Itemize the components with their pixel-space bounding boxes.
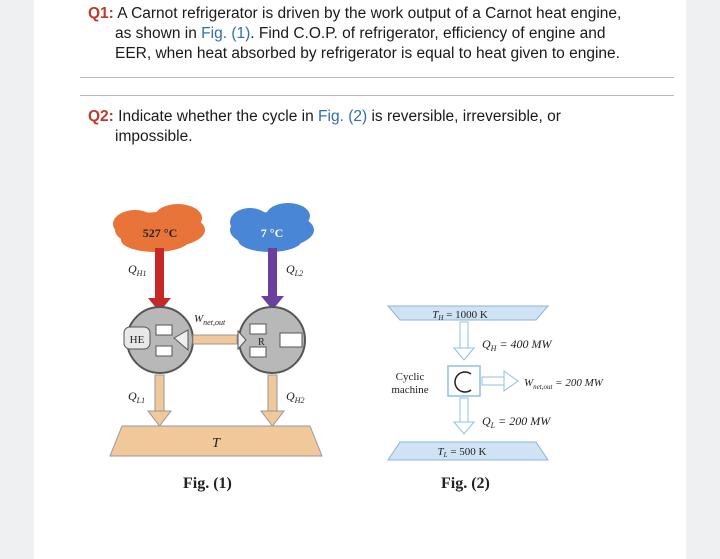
- cyclic-machine: [447, 365, 481, 397]
- figure-2-diagram: TH = 1000 K QH = 400 MW Cyclic machine W…: [386, 305, 604, 461]
- sink-label: T: [212, 436, 221, 451]
- q2-line1-text: Indicate whether the cycle in: [118, 108, 319, 125]
- ql2-label: QL2: [286, 262, 303, 278]
- th-label: TH = 1000 K: [432, 309, 488, 322]
- low-temp-reservoir: TL = 500 K: [387, 441, 549, 461]
- cold-temp-label: 7 °C: [261, 226, 283, 240]
- sink-reservoir: T: [109, 425, 323, 457]
- w-arrow: [481, 370, 519, 392]
- fig1-reference: Fig. (1): [201, 25, 251, 42]
- question-1-line1: A Carnot refrigerator is driven by the w…: [117, 5, 622, 22]
- refrigerator: R: [237, 306, 306, 374]
- question-2-label: Q2:: [88, 108, 114, 125]
- figure-1-diagram: 527 °C 7 °C QH1 QL2 HE R Wnet,: [109, 203, 323, 457]
- cold-reservoir-cloud: 7 °C: [230, 203, 314, 252]
- divider: [80, 77, 674, 78]
- qh-label: QH = 400 MW: [482, 337, 553, 353]
- qh1-arrow: [148, 248, 171, 312]
- heat-engine: HE: [123, 306, 194, 374]
- question-1-line3: EER, when heat absorbed by refrigerator …: [115, 45, 620, 62]
- ql1-arrow: [146, 374, 173, 427]
- q2-line1-post: is reversible, irreversible, or: [367, 108, 561, 125]
- divider: [80, 95, 674, 96]
- machine-label-line1: Cyclic: [396, 371, 425, 383]
- wnet-label: Wnet,out: [194, 313, 226, 327]
- question-1: Q1: A Carnot refrigerator is driven by t…: [88, 4, 666, 64]
- document-page: [34, 0, 686, 559]
- wnet-out-label: Wnet,out = 200 MW: [524, 377, 604, 391]
- q1-line2-text: as shown in: [115, 25, 202, 42]
- hot-temp-label: 527 °C: [143, 226, 177, 240]
- fridge-label: R: [258, 337, 265, 348]
- engine-label: HE: [130, 334, 145, 346]
- ql-arrow: [452, 397, 476, 435]
- hot-reservoir-cloud: 527 °C: [113, 204, 205, 252]
- question-1-label: Q1:: [88, 5, 114, 22]
- figure-2-caption: Fig. (2): [441, 475, 490, 492]
- fig2-reference: Fig. (2): [318, 108, 368, 125]
- machine-label-line2: machine: [391, 384, 428, 396]
- qh2-label: QH2: [286, 389, 304, 405]
- ql-label: QL = 200 MW: [482, 414, 551, 430]
- tl-label: TL = 500 K: [438, 446, 487, 459]
- figure-1-caption: Fig. (1): [183, 475, 232, 492]
- question-2-line2: impossible.: [115, 128, 193, 145]
- work-arrow: [192, 334, 238, 345]
- qh2-arrow: [259, 374, 286, 427]
- qh1-label: QH1: [128, 262, 146, 278]
- question-2: Q2: Indicate whether the cycle in Fig. (…: [88, 107, 666, 147]
- question-1-line2: as shown in Fig. (1). Find C.O.P. of ref…: [88, 24, 666, 44]
- qh-arrow: [452, 321, 476, 361]
- ql2-arrow: [261, 248, 284, 310]
- ql1-label: QL1: [128, 389, 145, 405]
- q1-line2-post: . Find C.O.P. of refrigerator, efficienc…: [250, 25, 606, 42]
- high-temp-reservoir: TH = 1000 K: [386, 305, 550, 322]
